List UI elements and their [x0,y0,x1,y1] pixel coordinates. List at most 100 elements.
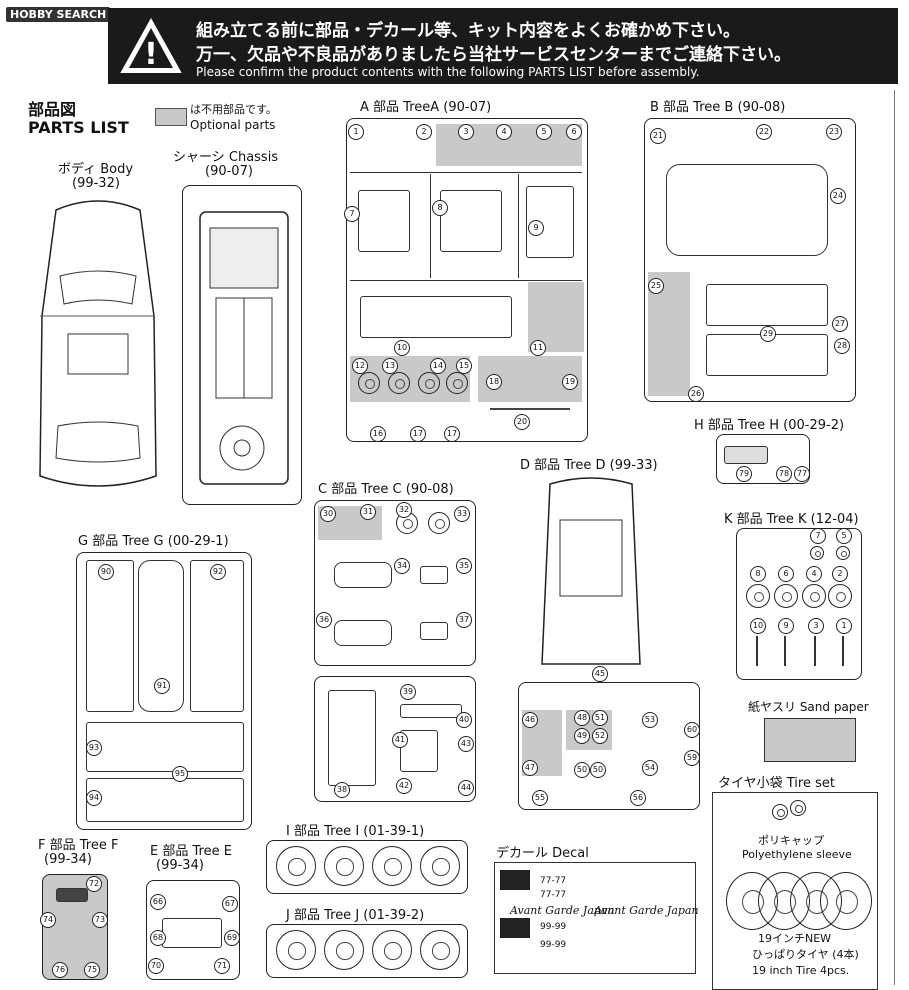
part-frame [526,186,574,258]
poly-cap [772,804,788,820]
tree-k-label: K 部品 Tree K (12-04) [724,512,859,527]
header-banner: ! 組み立てる前に部品・デカール等、キット内容をよくお確かめ下さい。 万一、欠品… [108,8,898,84]
part-number: 93 [86,740,102,756]
tire-jp1: 19インチNEW [758,932,832,945]
header-jp-line1: 組み立てる前に部品・デカール等、キット内容をよくお確かめ下さい。 [196,21,740,41]
decal-label: デカール Decal [496,846,589,861]
part-number: 75 [84,962,100,978]
tree-i-label: I 部品 Tree I (01-39-1) [286,824,425,839]
tree-a-label: A 部品 TreeA (90-07) [360,100,492,115]
part-number: 54 [642,760,658,776]
part-number: 36 [316,612,332,628]
tree-j-label: J 部品 Tree J (01-39-2) [286,908,425,923]
tree-f-label: F 部品 Tree F [38,838,119,853]
part-number: 77 [794,466,810,482]
part-number: 43 [458,736,474,752]
part-wheel-back [372,930,412,970]
poly-jp: ポリキャップ [758,834,824,847]
part-number: 1 [836,618,852,634]
part-number: 2 [832,566,848,582]
part-wheel-rim [420,846,460,886]
part-wheel-rim [372,846,412,886]
part-wheel-back [420,930,460,970]
part-bumper [86,722,244,772]
part-number: 5 [836,528,852,544]
part-shaft [814,636,816,666]
tire-set-label: タイヤ小袋 Tire set [718,776,835,791]
part-number: 73 [92,912,108,928]
part-number: 21 [650,128,666,144]
chassis-label: シャーシ Chassis [173,150,279,165]
part-number: 9 [528,220,544,236]
part-wheel-back [276,930,316,970]
part-number: 20 [514,414,530,430]
tire-en: 19 inch Tire 4pcs. [752,964,850,977]
part-console [400,730,438,772]
part-number: 92 [210,564,226,580]
part-number: 67 [222,896,238,912]
decal-sheet [494,862,696,974]
part-number: 10 [750,618,766,634]
part-disc [836,546,850,560]
part-number: 60 [684,722,700,738]
part-bumper [86,778,244,822]
decal-logo-text: Avant Garde Japan [594,904,699,917]
decal-item: 99-99 [540,922,567,932]
part-wing [138,560,184,712]
sandpaper-swatch [764,718,856,762]
tire-jp2: ひっぱりタイヤ (4本) [752,948,859,961]
legend-en: Optional parts [190,118,276,132]
part-wheel [446,372,468,394]
watermark: HOBBY SEARCH [6,3,111,22]
part-number: 46 [522,712,538,728]
part-number: 8 [432,200,448,216]
part-number: 50 [574,762,590,778]
tree-e-code: (99-34) [156,858,204,873]
part-number: 13 [382,358,398,374]
part-number: 2 [416,124,432,140]
part-number: 71 [214,958,230,974]
part-number: 16 [370,426,386,442]
decal-badge [500,870,530,890]
part-number: 52 [592,728,608,744]
part-disc [810,546,824,560]
tree-e-label: E 部品 Tree E [150,844,232,859]
part-number: 14 [430,358,446,374]
part-door-panel [706,284,828,326]
part-number: 7 [810,528,826,544]
part-number: 68 [150,930,166,946]
body-code: (99-32) [72,176,120,191]
parts-list-title-en: PARTS LIST [28,118,129,137]
part-number: 40 [456,712,472,728]
part-number: 25 [648,278,664,294]
part-number: 48 [574,710,590,726]
part-number: 4 [806,566,822,582]
tree-d-body-drawing [541,477,641,665]
part-dashboard [328,690,376,786]
part-number: 78 [776,466,792,482]
part-brake-disc [802,584,826,608]
part-clear-lens [162,918,222,948]
part-side-trim [190,560,244,712]
part-number: 17 [444,426,460,442]
decal-item: 77-77 [540,876,567,886]
part-number: 66 [150,894,166,910]
part-side-trim [86,560,134,712]
part-wheel-rim [276,846,316,886]
part-number: 15 [456,358,472,374]
part-number: 94 [86,790,102,806]
part-number: 19 [562,374,578,390]
tree-a-divider [518,174,519,278]
body-drawing [39,200,157,487]
part-panel [420,566,448,584]
part-number: 76 [52,962,68,978]
part-grille [724,446,768,464]
decal-item: 99-99 [540,940,567,950]
part-number: 31 [360,504,376,520]
part-number: 6 [778,566,794,582]
part-number: 44 [458,780,474,796]
part-emblem [56,888,88,902]
warning-icon: ! [120,17,182,73]
decal-item: 77-77 [540,890,567,900]
part-number: 39 [400,684,416,700]
